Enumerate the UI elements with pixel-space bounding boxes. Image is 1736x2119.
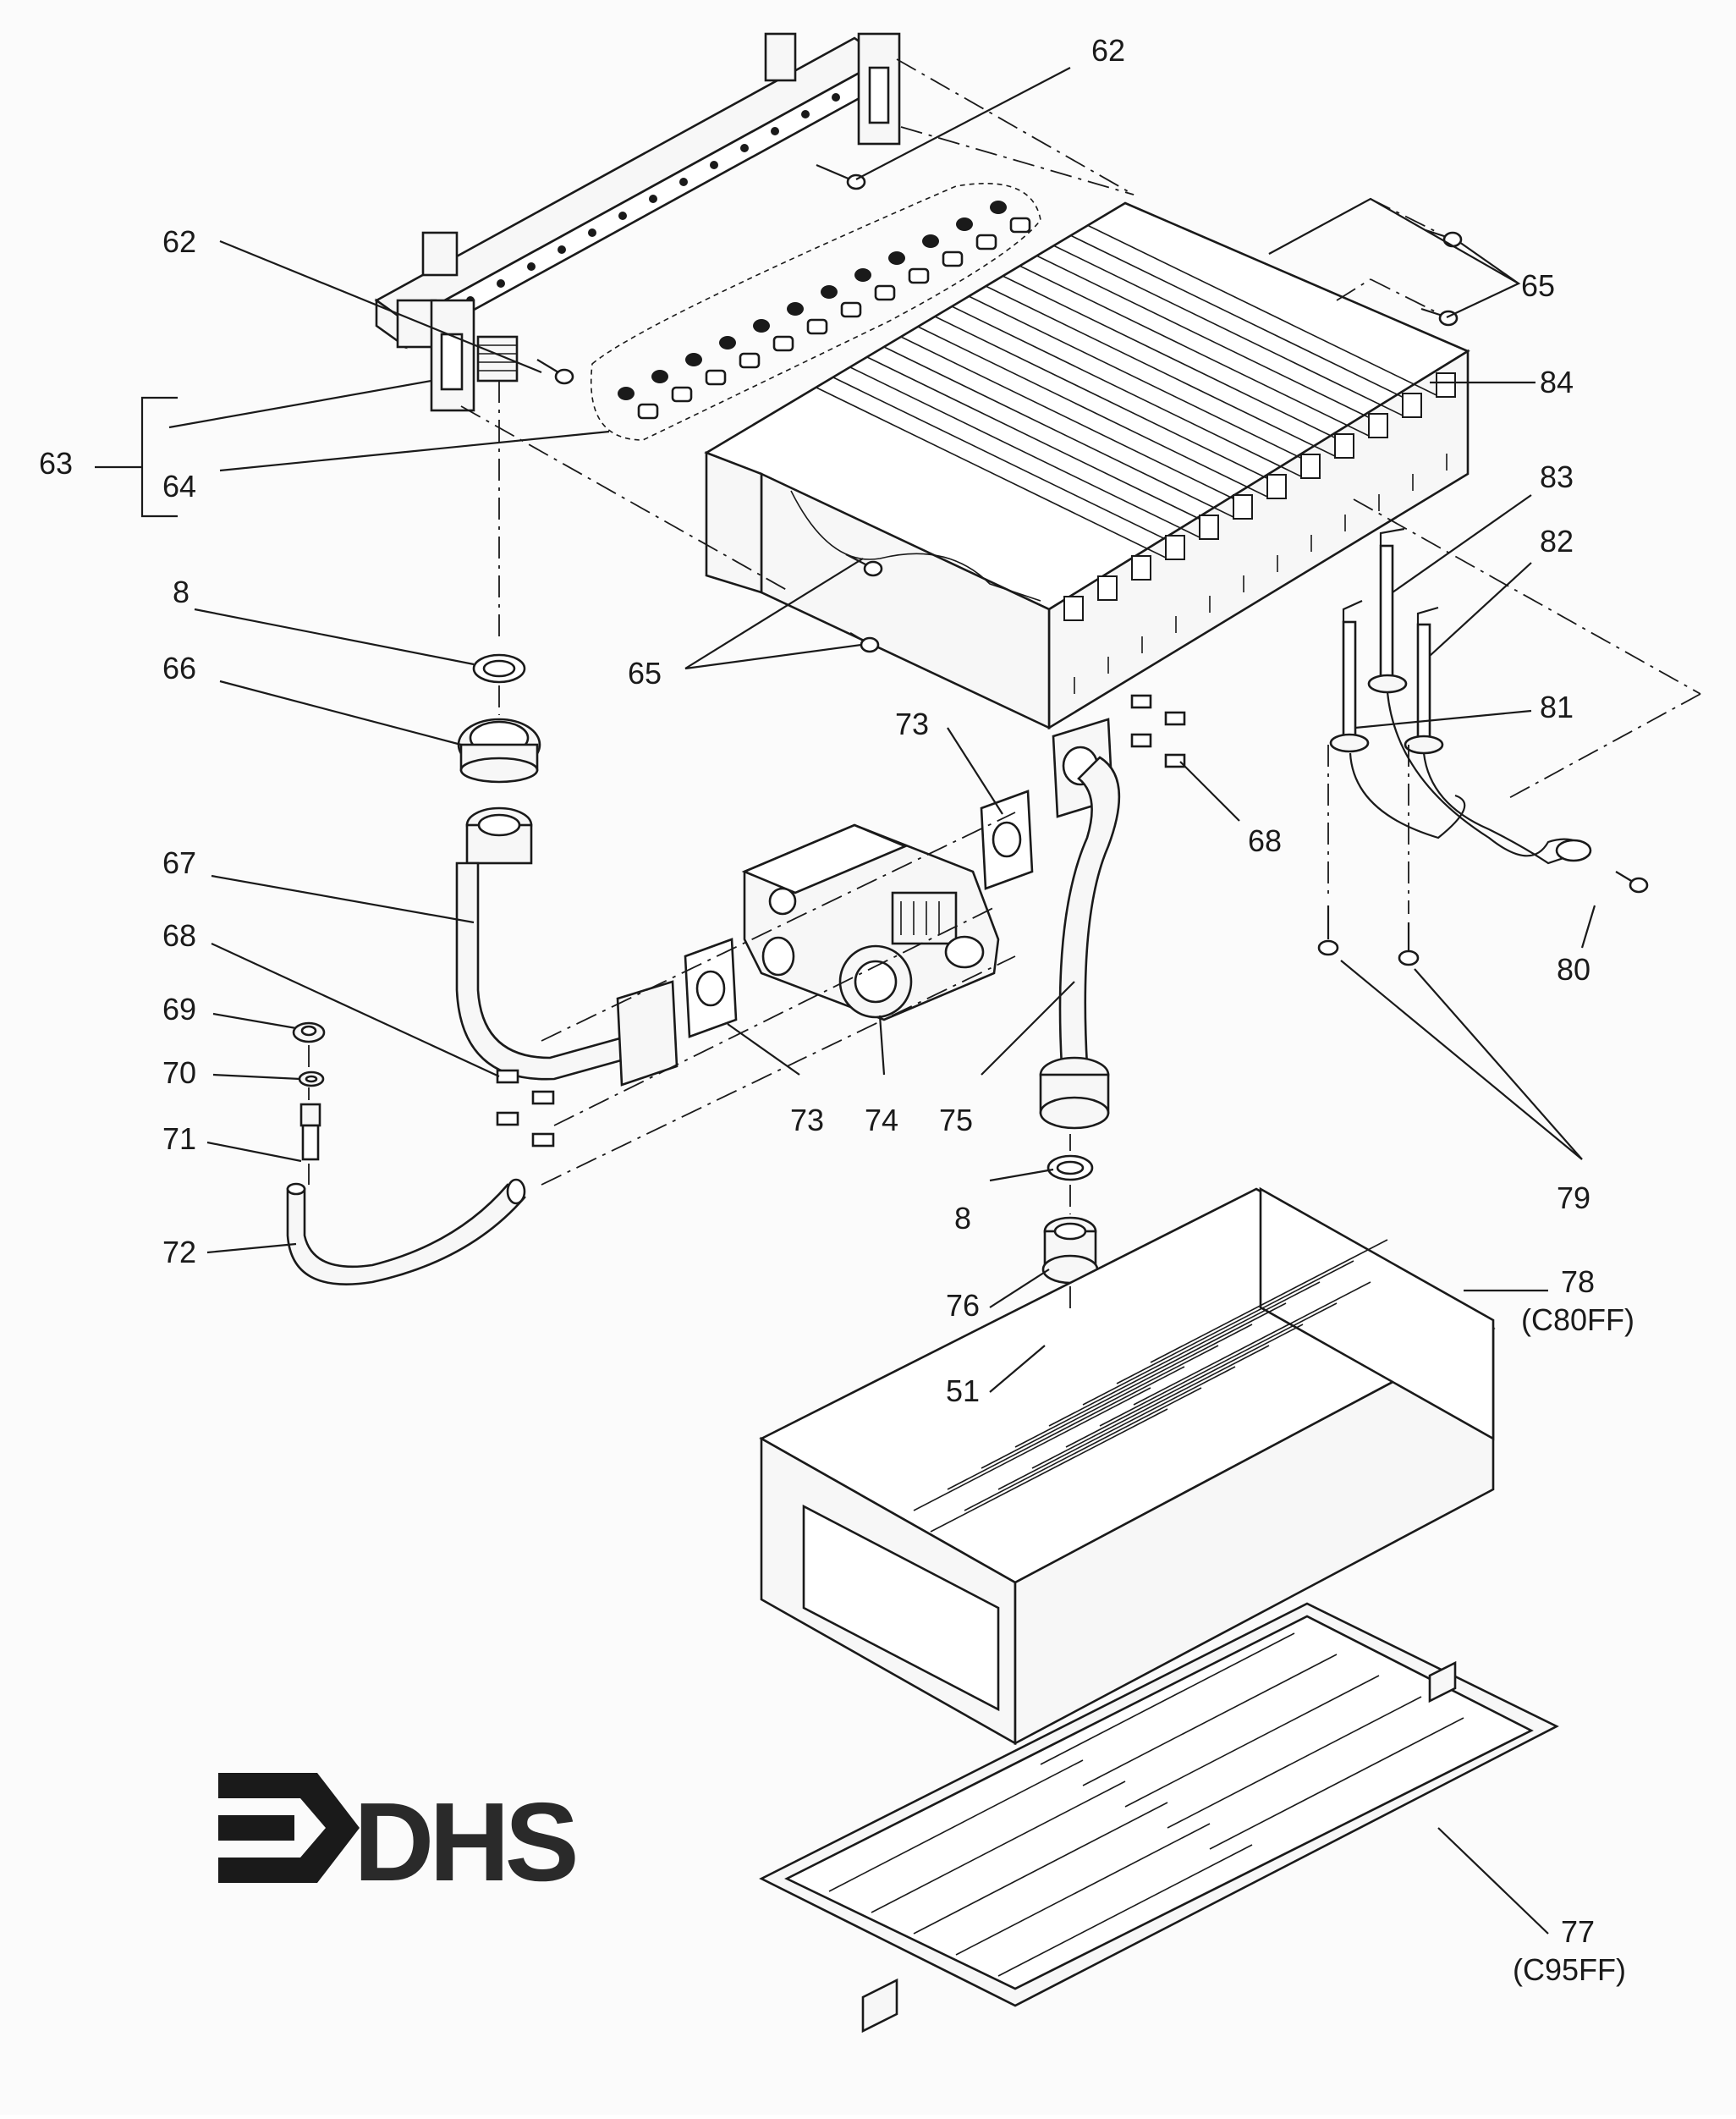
dhs-logo-text: DHS xyxy=(354,1780,575,1904)
label-67: 67 xyxy=(162,845,196,880)
label-63: 63 xyxy=(39,446,73,481)
label-73-top: 73 xyxy=(895,707,929,741)
label-66: 66 xyxy=(162,651,196,685)
washer-8-top xyxy=(472,653,526,684)
label-78: 78 xyxy=(1561,1264,1595,1299)
washer-70 xyxy=(298,1071,325,1087)
burner-tray-77 xyxy=(759,1602,1559,2034)
label-77: 77 xyxy=(1561,1914,1595,1949)
dhs-arrow-mark xyxy=(218,1773,360,1883)
label-82: 82 xyxy=(1540,524,1574,559)
label-79: 79 xyxy=(1557,1181,1590,1215)
washer-8-bottom xyxy=(1047,1154,1094,1181)
label-68-left: 68 xyxy=(162,918,196,953)
assembly-centerlines xyxy=(308,58,1701,1312)
label-51: 51 xyxy=(946,1373,980,1408)
label-80: 80 xyxy=(1557,952,1590,987)
label-64: 64 xyxy=(162,469,196,504)
label-8-top: 8 xyxy=(173,575,190,609)
label-75: 75 xyxy=(939,1103,973,1137)
gas-valve-74 xyxy=(741,823,1000,1021)
gasket-73-right xyxy=(980,790,1034,890)
injector-row xyxy=(591,183,1041,441)
inlet-pipe-67 xyxy=(455,806,678,1087)
label-65-left: 65 xyxy=(628,656,662,691)
part-labels: 62 62 63 64 65 65 84 83 82 81 8 66 67 68… xyxy=(39,33,1634,1987)
label-70: 70 xyxy=(162,1055,196,1090)
screw-62-left xyxy=(536,359,574,385)
label-78-model: (C80FF) xyxy=(1521,1302,1634,1337)
union-66 xyxy=(457,718,541,784)
label-73-bottom: 73 xyxy=(790,1103,824,1137)
screws-68-right xyxy=(1130,694,1186,768)
tube-72 xyxy=(286,1178,526,1285)
gasket-73-left xyxy=(684,938,738,1038)
label-81: 81 xyxy=(1540,690,1574,724)
burner-assembly xyxy=(704,201,1470,730)
burner-tray-78 xyxy=(759,1186,1496,1746)
electrodes xyxy=(1317,527,1649,966)
label-8-bottom: 8 xyxy=(954,1201,971,1236)
label-77-model: (C95FF) xyxy=(1513,1952,1626,1987)
burner-manifold xyxy=(374,32,901,412)
dhs-logo: DHS xyxy=(218,1773,580,1904)
label-74: 74 xyxy=(865,1103,898,1137)
label-65-right: 65 xyxy=(1521,268,1555,303)
screw-62-top xyxy=(816,163,866,190)
label-62-top: 62 xyxy=(1091,33,1125,68)
outlet-pipe-75 xyxy=(1039,718,1121,1130)
label-69: 69 xyxy=(162,992,196,1026)
label-72: 72 xyxy=(162,1235,196,1269)
label-84: 84 xyxy=(1540,365,1574,399)
leader-lines xyxy=(95,67,1596,1935)
label-68-right: 68 xyxy=(1248,823,1282,858)
label-62-left: 62 xyxy=(162,224,196,259)
fitting-71 xyxy=(299,1103,321,1161)
label-76: 76 xyxy=(946,1288,980,1323)
nut-69 xyxy=(292,1021,326,1043)
label-71: 71 xyxy=(162,1121,196,1156)
label-83: 83 xyxy=(1540,460,1574,494)
screws-68-left xyxy=(496,1069,555,1148)
